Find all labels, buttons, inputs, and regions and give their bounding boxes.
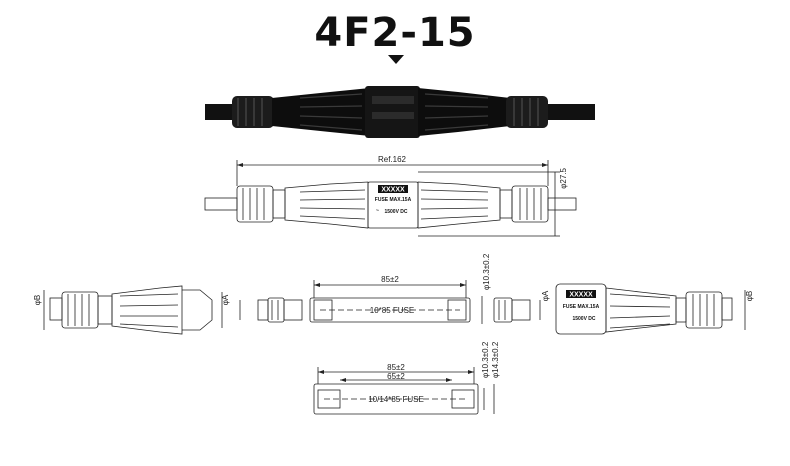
fuse2-text-label: 10/14*85 FUSE bbox=[368, 395, 424, 404]
brand-plate bbox=[378, 185, 408, 193]
right-a-label: φA bbox=[541, 290, 550, 301]
right-brand-plate bbox=[566, 290, 596, 298]
fuse2-drawing bbox=[313, 367, 495, 415]
exploded-view bbox=[43, 280, 746, 335]
product-photo bbox=[205, 86, 595, 138]
fuse2-diameter-large-label: φ14.3±0.2 bbox=[491, 341, 500, 378]
fuse2-diameter-small-label: φ10.3±0.2 bbox=[481, 341, 490, 378]
fuse1-text-label: 10*85 FUSE bbox=[370, 306, 414, 315]
right-voltage: 1500V DC bbox=[572, 316, 595, 322]
title-arrow-icon bbox=[388, 55, 404, 64]
fuse2-outer-length-label: 85±2 bbox=[387, 363, 405, 372]
fuse2-inner-length-label: 65±2 bbox=[387, 372, 405, 381]
assembly-diameter-label: φ27.5 bbox=[559, 167, 568, 188]
left-a-label: φA bbox=[221, 294, 230, 305]
fuse1-length-label: 85±2 bbox=[381, 275, 399, 284]
fuse1-diameter-label: φ10.3±0.2 bbox=[482, 253, 491, 290]
right-fuse-rating: FUSE MAX.15A bbox=[563, 304, 600, 310]
ref-length-label: Ref.162 bbox=[378, 155, 407, 164]
assembly-drawing bbox=[204, 160, 577, 237]
right-b-label: φB bbox=[745, 291, 754, 302]
left-b-label: φB bbox=[33, 295, 42, 306]
right-brand: XXXXX bbox=[569, 292, 593, 299]
dc-symbol-icon: ~ bbox=[376, 208, 379, 214]
assembly-voltage: 1500V DC bbox=[384, 209, 407, 215]
assembly-brand: XXXXX bbox=[381, 187, 405, 194]
product-title: 4F2-15 bbox=[314, 10, 476, 56]
assembly-fuse-rating: FUSE MAX.15A bbox=[375, 197, 412, 203]
